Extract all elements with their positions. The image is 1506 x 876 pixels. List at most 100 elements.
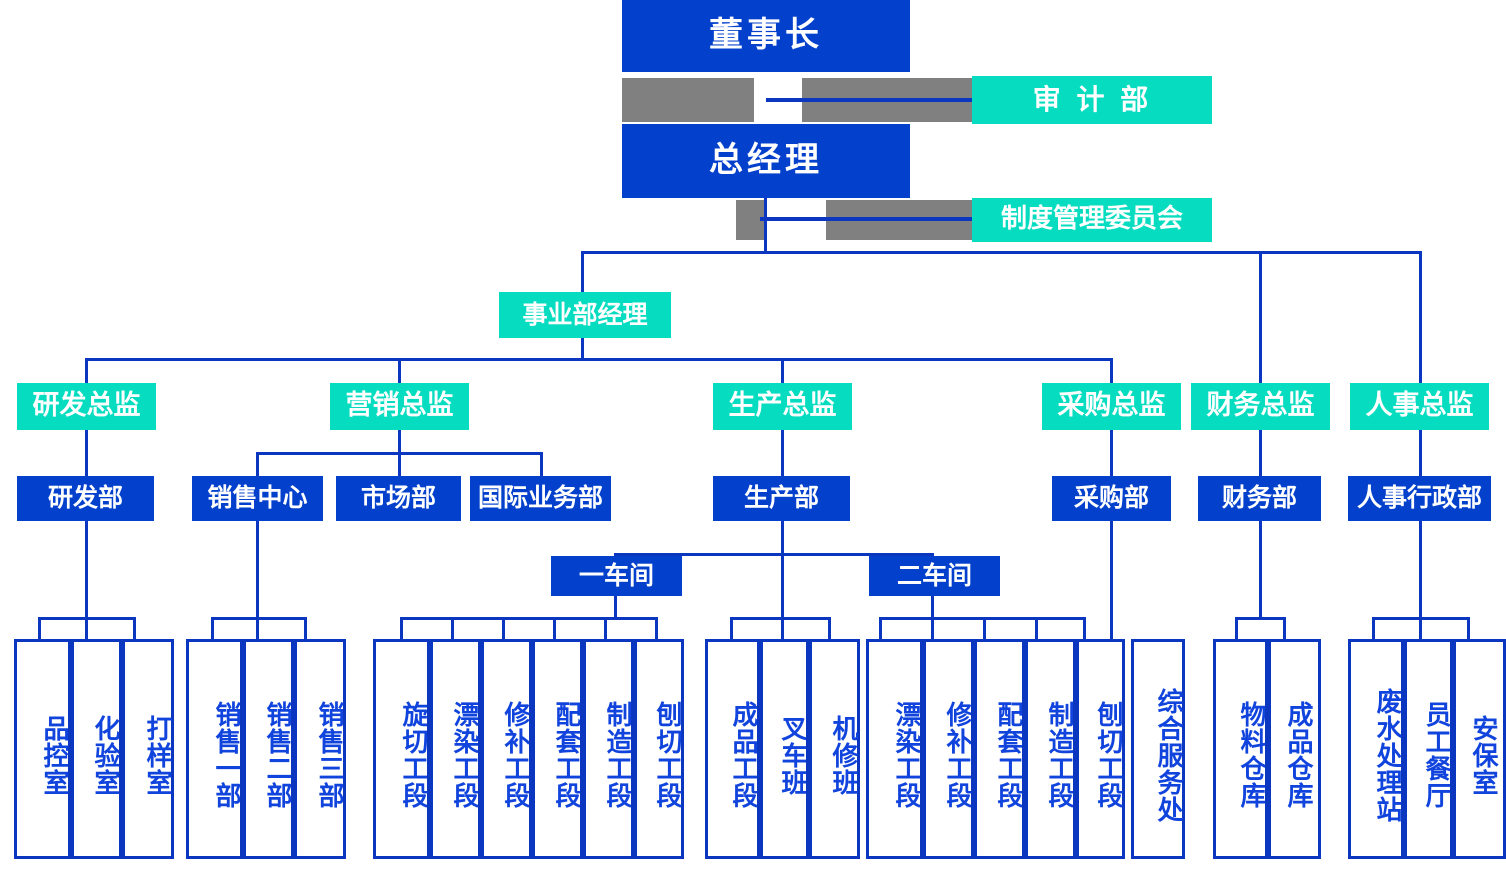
connector-ws1-leaf-3 <box>502 617 505 639</box>
node-audit-dept[interactable]: 审 计 部 <box>972 76 1212 124</box>
connector-to-purchase-director <box>1110 358 1113 383</box>
connector-ws2-leaf-2 <box>931 617 934 639</box>
leaf-quality-control-room[interactable]: 品控室 <box>17 642 69 856</box>
connector-ws2-leaf-4 <box>1035 617 1038 639</box>
connector-to-production-director <box>781 358 784 383</box>
connector-workshop1-stem <box>614 596 617 617</box>
connector-ws1-leaf-6 <box>655 617 658 639</box>
connector-to-rd-director <box>85 358 88 383</box>
leaf-finished-goods-warehouse[interactable]: 成品仓库 <box>1265 642 1313 856</box>
node-director-purchase[interactable]: 采购总监 <box>1042 383 1181 430</box>
connector-to-marketing-director <box>398 358 401 383</box>
connector-purchase-dept-stem <box>1110 521 1113 639</box>
connector-ws2-leaf-3 <box>983 617 986 639</box>
node-dept-finance[interactable]: 财务部 <box>1198 476 1321 521</box>
connector-ws2-leaf-5 <box>1083 617 1086 639</box>
connector-ws1-leaf-5 <box>604 617 607 639</box>
connector-hr-leaf-2 <box>1419 617 1422 639</box>
leaf-ws1-repair[interactable]: 修补工段 <box>478 642 530 856</box>
node-dept-market[interactable]: 市场部 <box>336 476 461 521</box>
connector-to-market-dept <box>398 452 401 476</box>
node-director-marketing[interactable]: 营销总监 <box>330 383 469 430</box>
leaf-sales-dept-1[interactable]: 销售一部 <box>189 642 241 856</box>
connector-to-division-manager <box>581 251 584 292</box>
node-director-rd[interactable]: 研发总监 <box>17 383 156 430</box>
node-division-manager[interactable]: 事业部经理 <box>499 292 671 338</box>
connector-gm-stem <box>764 198 767 251</box>
node-general-manager[interactable]: 总经理 <box>622 124 910 198</box>
leaf-ws1-manufacture[interactable]: 制造工段 <box>580 642 632 856</box>
connector-ws1-leaf-1 <box>400 617 403 639</box>
leaf-integrated-service-office[interactable]: 综合服务处 <box>1134 642 1183 856</box>
connector-production-dept-stem <box>781 521 784 617</box>
leaf-finished-goods-section[interactable]: 成品工段 <box>708 642 758 856</box>
connector-to-finance-director <box>1259 251 1262 383</box>
leaf-lab-room[interactable]: 化验室 <box>68 642 120 856</box>
leaf-security-room[interactable]: 安保室 <box>1450 642 1498 856</box>
connector-sales-center-stem <box>256 521 259 617</box>
connector-ws1-leaf-4 <box>553 617 556 639</box>
connector-prod-leaf-2 <box>781 617 784 639</box>
connector-workshop2-stem <box>931 596 934 617</box>
leaf-sales-dept-3[interactable]: 销售三部 <box>291 642 344 856</box>
node-director-finance[interactable]: 财务总监 <box>1191 383 1330 430</box>
node-director-hr[interactable]: 人事总监 <box>1350 383 1489 430</box>
connector-purchase-director-stem <box>1110 430 1113 476</box>
connector-rd-leaf-2 <box>85 617 88 639</box>
connector-sales-leaf-2 <box>256 617 259 639</box>
connector-hr-director-stem <box>1419 430 1422 476</box>
node-workshop-2[interactable]: 二车间 <box>869 556 1000 596</box>
node-director-production[interactable]: 生产总监 <box>713 383 852 430</box>
connector-rd-dept-stem <box>85 521 88 617</box>
leaf-staff-canteen[interactable]: 员工餐厅 <box>1401 642 1451 856</box>
leaf-ws1-rotary-cutting[interactable]: 旋切工段 <box>376 642 428 856</box>
node-system-management-committee[interactable]: 制度管理委员会 <box>972 198 1212 242</box>
connector-prod-leaf-1 <box>730 617 733 639</box>
leaf-material-warehouse[interactable]: 物料仓库 <box>1216 642 1266 856</box>
connector-marketing-director-stem <box>398 430 401 452</box>
leaf-machine-repair-team[interactable]: 机修班 <box>806 642 858 856</box>
leaf-group-hr: 废水处理站 员工餐厅 安保室 <box>1348 639 1506 859</box>
connector-to-intl-dept <box>540 452 543 476</box>
connector-finance-director-stem <box>1259 430 1262 476</box>
node-dept-rd[interactable]: 研发部 <box>17 476 154 521</box>
leaf-ws2-slicing[interactable]: 刨切工段 <box>1073 642 1123 856</box>
leaf-sampling-room[interactable]: 打样室 <box>119 642 172 856</box>
node-dept-production[interactable]: 生产部 <box>713 476 850 521</box>
connector-workshop2-leaf-bar <box>879 617 1086 620</box>
leaf-group-production: 成品工段 叉车班 机修班 <box>705 639 860 859</box>
connector-hr-leaf-3 <box>1467 617 1470 639</box>
leaf-ws2-manufacture[interactable]: 制造工段 <box>1022 642 1074 856</box>
connector-purchase-leaf-2 <box>1283 617 1286 639</box>
connector-hr-dept-stem <box>1419 521 1422 617</box>
leaf-group-service: 综合服务处 <box>1131 639 1185 859</box>
connector-purchase-leaf-bar <box>1235 617 1285 620</box>
node-dept-purchase[interactable]: 采购部 <box>1052 476 1171 521</box>
connector-purchase-leaf-stem <box>1259 521 1262 617</box>
connector-production-director-stem <box>781 430 784 476</box>
connector-gm-level-bar <box>581 251 1422 254</box>
node-dept-international[interactable]: 国际业务部 <box>470 476 611 521</box>
leaf-ws1-assembly[interactable]: 配套工段 <box>529 642 581 856</box>
leaf-ws2-assembly[interactable]: 配套工段 <box>971 642 1023 856</box>
leaf-forklift-team[interactable]: 叉车班 <box>757 642 807 856</box>
node-dept-hr-admin[interactable]: 人事行政部 <box>1348 476 1491 521</box>
leaf-ws1-slicing[interactable]: 刨切工段 <box>631 642 682 856</box>
connector-ws1-leaf-2 <box>451 617 454 639</box>
connector-chairman-audit <box>766 98 978 102</box>
node-workshop-1[interactable]: 一车间 <box>551 556 682 596</box>
node-chairman[interactable]: 董事长 <box>622 0 910 72</box>
connector-ws2-leaf-1 <box>879 617 882 639</box>
leaf-wastewater-station[interactable]: 废水处理站 <box>1351 642 1402 856</box>
leaf-ws2-repair[interactable]: 修补工段 <box>920 642 972 856</box>
connector-production-leaf-bar <box>730 617 830 620</box>
leaf-sales-dept-2[interactable]: 销售二部 <box>240 642 292 856</box>
connector-band-audit-left <box>622 78 754 122</box>
connector-sales-leaf-bar <box>211 617 307 620</box>
leaf-group-warehouse: 物料仓库 成品仓库 <box>1213 639 1321 859</box>
node-dept-sales-center[interactable]: 销售中心 <box>192 476 323 521</box>
leaf-ws1-bleach-dye[interactable]: 漂染工段 <box>427 642 479 856</box>
connector-to-workshop-1 <box>614 553 617 558</box>
leaf-ws2-bleach-dye[interactable]: 漂染工段 <box>869 642 921 856</box>
